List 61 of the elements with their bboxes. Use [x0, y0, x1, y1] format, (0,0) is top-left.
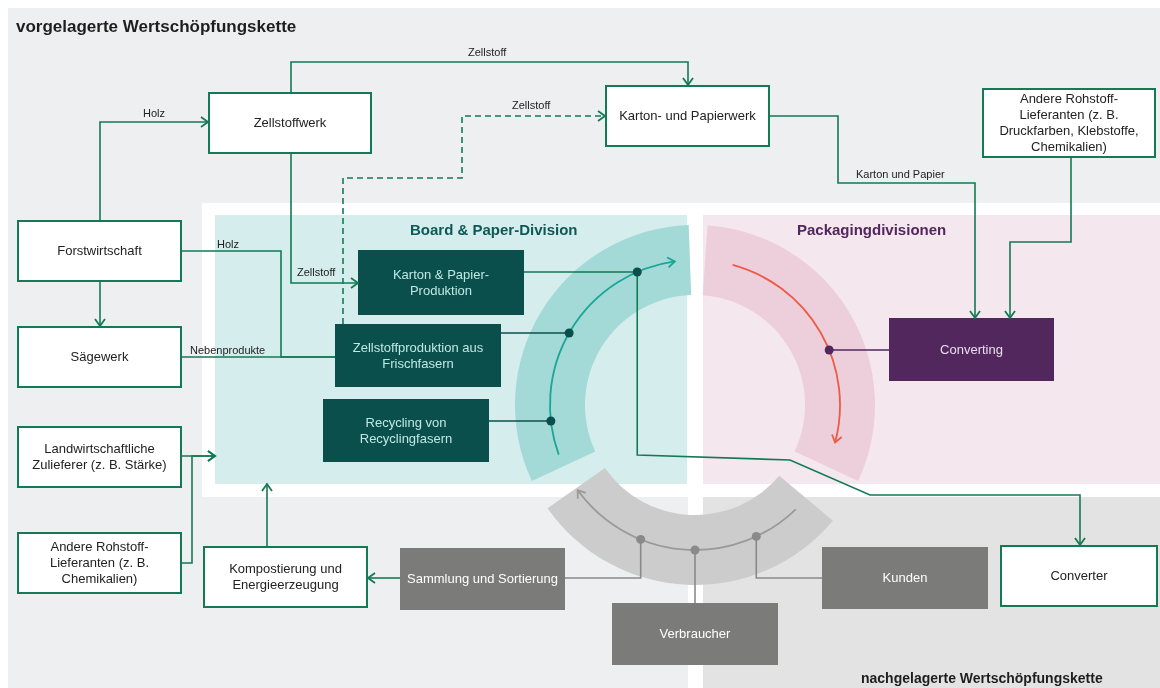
stage-box: [400, 548, 565, 610]
division-box: [335, 324, 501, 387]
box-label: Andere Rohstoff-Lieferanten (z. B. Chemikalien): [49, 539, 150, 587]
region-panel: [8, 8, 1160, 688]
box-label: Kompostierung und Energieerzeugung: [228, 561, 343, 593]
box-label: Converter: [1050, 568, 1108, 584]
edge-label: Holz: [217, 238, 239, 251]
process-box: [208, 92, 372, 154]
box-label: Sammlung und Sortierung: [407, 571, 558, 587]
connector-line: [751, 531, 823, 579]
process-box: [203, 546, 368, 608]
edge-label: Zellstoff: [297, 266, 336, 279]
arrow: [94, 281, 106, 327]
arrow: [367, 572, 401, 584]
arrow: [769, 115, 981, 319]
process-box: [605, 85, 770, 147]
division-box: [889, 318, 1054, 381]
process-box: [17, 220, 182, 282]
connector-line: [500, 328, 574, 338]
connector-line: [564, 534, 646, 579]
arrow: [290, 61, 694, 93]
box-label: Karton- und Papierwerk: [619, 108, 756, 124]
box-label: Karton & Papier-Produktion: [391, 266, 491, 299]
process-box: [17, 326, 182, 388]
stage-box: [822, 547, 988, 609]
box-label: Forstwirtschaft: [57, 243, 142, 259]
edge-label: Zellstoff: [512, 99, 551, 112]
process-box: [17, 426, 182, 488]
box-label: Kunden: [882, 570, 928, 586]
process-box: [1000, 545, 1158, 607]
box-label: Sägewerk: [70, 349, 129, 365]
box-label: Zellstoffproduktion aus Frischfasern: [351, 339, 485, 372]
box-label: Landwirtschaftliche Zulieferer (z. B. Stärke): [31, 441, 168, 473]
box-label: Verbraucher: [659, 626, 731, 642]
box-label: Converting: [940, 341, 1003, 358]
arrow: [523, 271, 1086, 546]
connector-line: [824, 345, 890, 355]
region-heading: Board & Paper-Division: [410, 220, 578, 240]
process-box: [982, 88, 1156, 158]
arrow: [1004, 157, 1072, 319]
region-heading: nachgelagerte Wertschöpfungskette: [861, 669, 1103, 688]
connector-line: [488, 416, 556, 426]
arrow: [181, 450, 216, 564]
region-heading: vorgelagerte Wertschöpfungskette: [16, 16, 297, 38]
arrow: [342, 110, 606, 325]
edge-label: Zellstoff: [468, 46, 507, 59]
connector-line: [690, 545, 700, 604]
process-box: [17, 532, 182, 594]
box-label: Recycling von Recyclingfasern: [358, 414, 454, 447]
division-box: [323, 399, 489, 462]
division-box: [358, 250, 524, 315]
arrow: [261, 483, 273, 547]
box-label: Andere Rohstoff-Lieferanten (z. B. Druckfarben, Klebstoffe, Chemikalien): [998, 91, 1140, 155]
edge-label: Karton und Papier: [856, 168, 945, 181]
arrow: [290, 153, 359, 289]
edge-label: Nebenprodukte: [190, 344, 266, 357]
box-label: Zellstoffwerk: [253, 115, 327, 131]
arrow: [99, 116, 209, 221]
stage-box: [612, 603, 778, 665]
region-heading: Packagingdivisionen: [797, 220, 947, 240]
edge-label: Holz: [143, 107, 165, 120]
